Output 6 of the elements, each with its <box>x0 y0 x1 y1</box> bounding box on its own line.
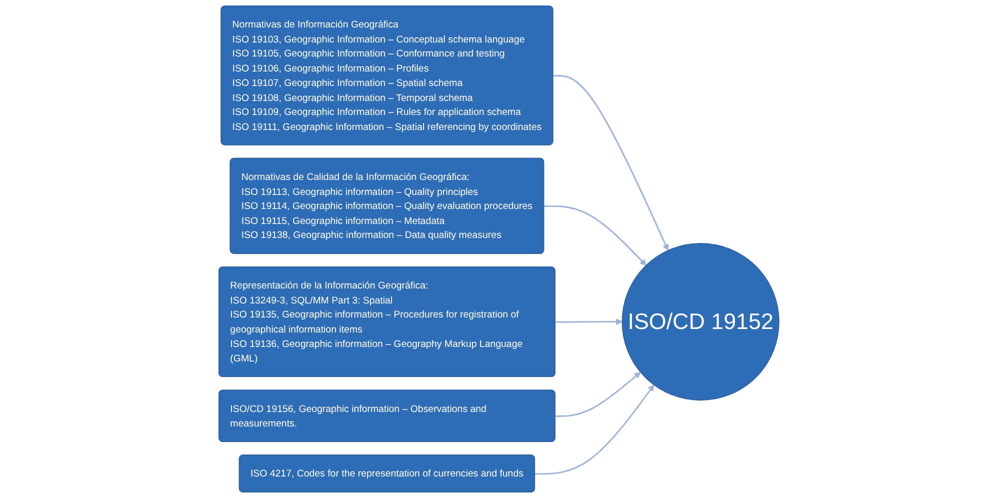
arrow <box>555 372 641 417</box>
arrow <box>553 74 669 251</box>
arrow <box>535 384 654 475</box>
node-circle: ISO/CD 19152 <box>622 242 780 401</box>
arrow <box>555 318 622 326</box>
arrow <box>544 205 646 266</box>
